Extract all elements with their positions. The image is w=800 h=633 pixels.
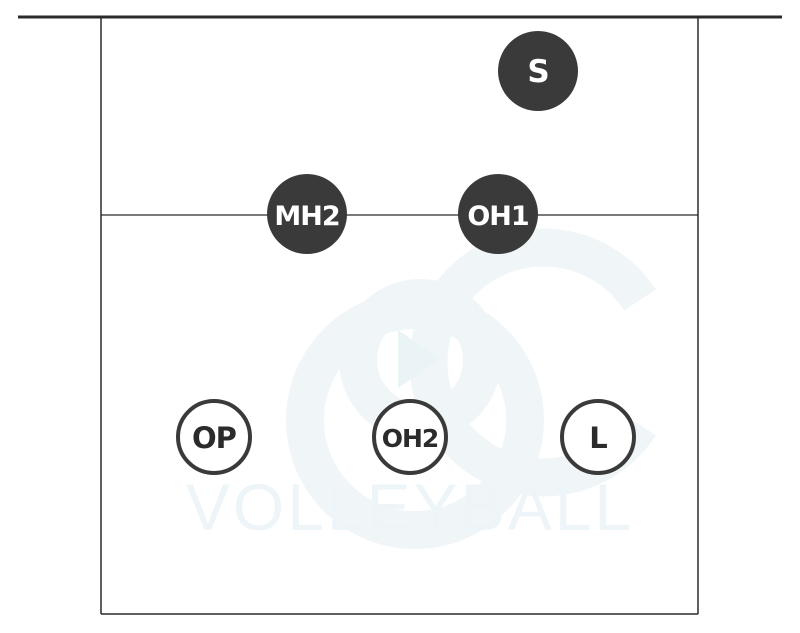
watermark: VOLLEYBALL [186, 228, 656, 550]
player-label: OH2 [382, 424, 439, 453]
watermark-play-icon [398, 330, 440, 388]
player-opposite: OP [176, 399, 252, 475]
player-marker [176, 399, 252, 475]
player-marker [458, 174, 538, 254]
player-label: OP [192, 421, 237, 455]
player-setter: S [498, 31, 578, 111]
player-marker [498, 31, 578, 111]
player-label: L [589, 421, 607, 455]
player-marker [372, 399, 448, 475]
player-marker [267, 174, 347, 254]
court [18, 15, 782, 615]
player-libero: L [560, 399, 636, 475]
player-outside-hitter-2: OH2 [372, 399, 448, 475]
player-label: MH2 [274, 201, 339, 232]
player-label: OH1 [467, 201, 528, 232]
watermark-brand-text: VOLLEYBALL [186, 470, 634, 544]
player-marker [560, 399, 636, 475]
player-outside-hitter-1: OH1 [458, 174, 538, 254]
player-label: S [527, 54, 548, 90]
player-middle-hitter-2: MH2 [267, 174, 347, 254]
